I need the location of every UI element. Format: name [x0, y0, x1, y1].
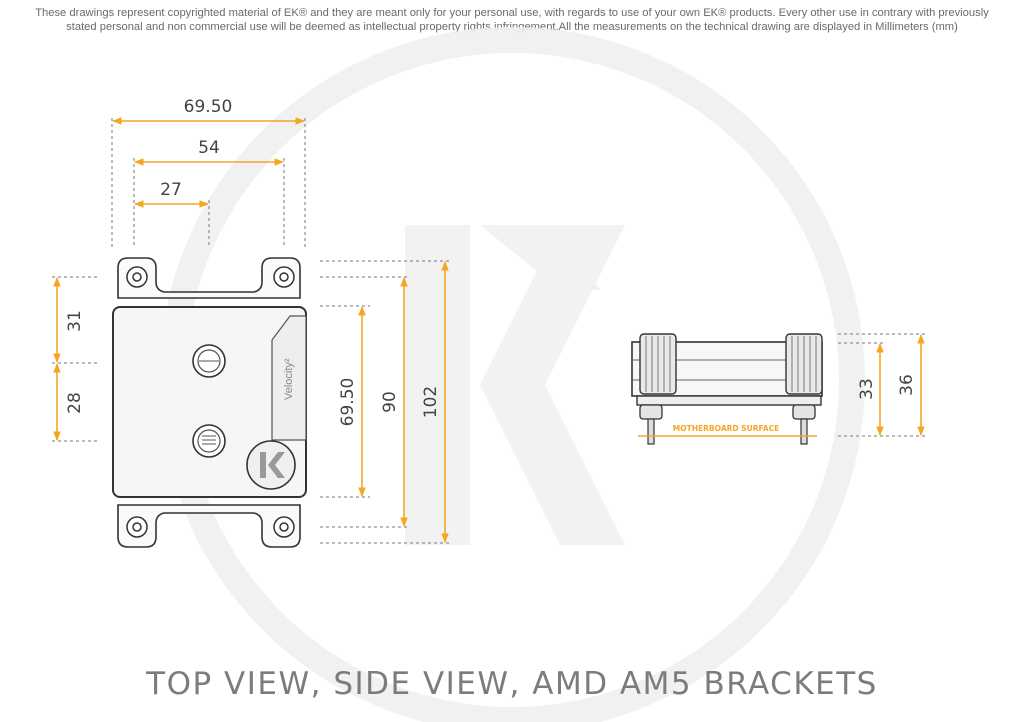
dim-side-height-outer: 36 — [897, 374, 917, 396]
dim-width-overall: 69.50 — [184, 97, 233, 117]
side-view: MOTHERBOARD SURFACE 33 36 — [631, 333, 925, 445]
port-outlet — [192, 424, 226, 458]
am5-bracket-bottom — [117, 504, 301, 548]
dim-height-lower: 28 — [65, 392, 85, 414]
dim-height-overall: 102 — [421, 386, 441, 418]
brand-label: Velocity² — [283, 358, 295, 400]
disclaimer-line-1: These drawings represent copyrighted mat… — [35, 7, 989, 19]
thumbscrew-left — [639, 333, 677, 395]
drawing-caption: TOP VIEW, SIDE VIEW, AMD AM5 BRACKETS — [146, 666, 878, 702]
am5-bracket-top — [117, 257, 301, 299]
port-inlet — [192, 344, 226, 378]
top-view: 69.50 54 27 31 28 69.50 90 102 Veloc — [52, 97, 450, 548]
motherboard-surface-label: MOTHERBOARD SURFACE — [673, 424, 779, 433]
thumbscrew-right — [785, 333, 823, 395]
dim-width-half: 27 — [160, 180, 182, 200]
dim-height-body: 69.50 — [338, 378, 358, 427]
disclaimer-line-2: stated personal and non commercial use w… — [66, 21, 958, 33]
disclaimer: These drawings represent copyrighted mat… — [0, 6, 1024, 34]
dim-side-height-inner: 33 — [857, 378, 877, 400]
dim-height-holes: 90 — [380, 391, 400, 413]
dim-width-holes: 54 — [198, 138, 220, 158]
dim-height-upper: 31 — [65, 310, 85, 332]
ek-logo-icon — [246, 440, 296, 490]
